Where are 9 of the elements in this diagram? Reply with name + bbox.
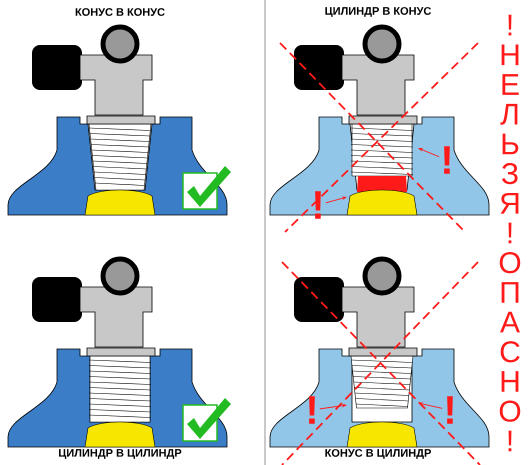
warning-text: !НЕЛЬЗЯ!ОПАСНО!	[500, 14, 520, 452]
panel-title: ЦИЛИНДР В ЦИЛИНДР	[59, 449, 182, 459]
exclamation-mark: !	[315, 191, 321, 219]
panel-title: КОНУС В КОНУС	[76, 8, 165, 16]
panel-title: ЦИЛИНДР В КОНУС	[325, 7, 432, 17]
exclamation-mark: !	[447, 396, 453, 424]
panel-title: КОНУС В ЦИЛИНДР	[325, 449, 431, 459]
exclamation-mark: !	[309, 396, 315, 424]
exclamation-mark: !	[444, 146, 450, 174]
